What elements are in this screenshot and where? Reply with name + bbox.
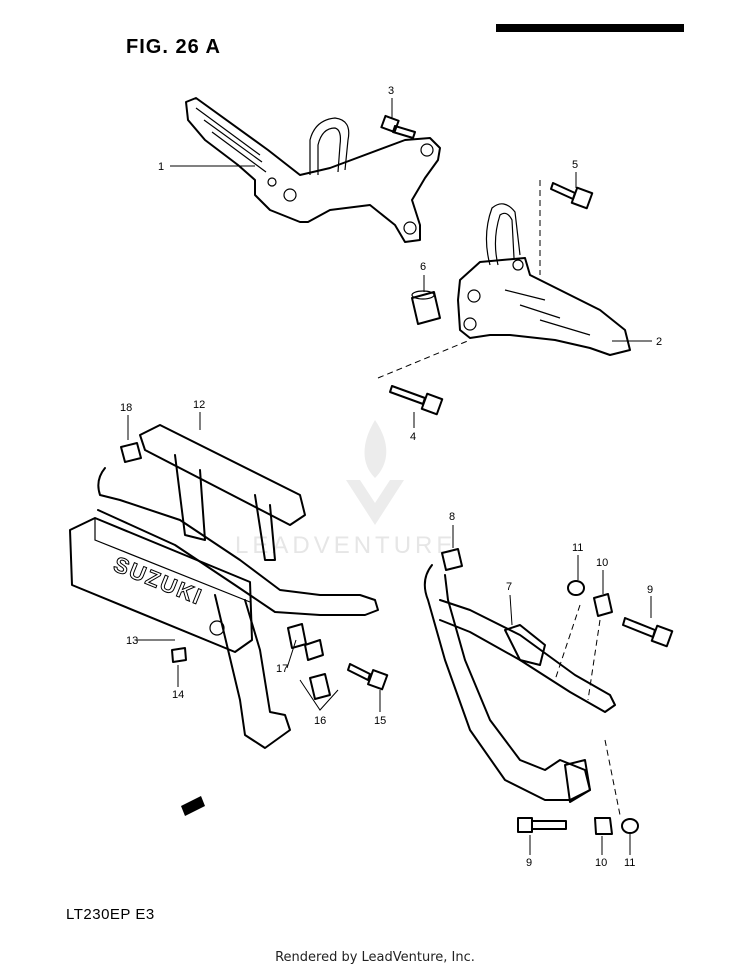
front-arrow-icon [181, 796, 205, 816]
watermark-logo [346, 420, 404, 525]
watermark-label: LEADVENTURE [235, 532, 457, 559]
callout-11-upper: 11 [572, 542, 583, 554]
callout-3: 3 [388, 85, 394, 97]
footguard-left [69, 424, 389, 749]
footguard-right [423, 548, 674, 835]
footrest-bracket-right [457, 203, 631, 356]
callout-14: 14 [172, 689, 184, 701]
callout-5: 5 [572, 159, 578, 171]
callout-16: 16 [314, 715, 326, 727]
callout-10-upper: 10 [596, 557, 608, 569]
callout-7: 7 [506, 581, 512, 593]
callout-12: 12 [193, 399, 205, 411]
bushing-part-6 [411, 290, 441, 325]
callout-8: 8 [449, 511, 455, 523]
model-code: LT230EP E3 [66, 906, 155, 923]
callout-9-upper: 9 [647, 584, 653, 596]
callouts: 1 3 5 6 2 4 18 12 13 14 17 16 15 8 7 11 … [120, 85, 662, 869]
bolt-part-4 [389, 385, 444, 416]
bolt-part-5 [550, 182, 594, 210]
header-stripe [496, 24, 684, 32]
leader-lines [127, 98, 652, 855]
render-credit: Rendered by LeadVenture, Inc. [275, 950, 475, 965]
callout-11-lower: 11 [624, 857, 635, 869]
footrest-bracket-left [185, 97, 441, 243]
callout-6: 6 [420, 261, 426, 273]
callout-17: 17 [276, 663, 288, 675]
callout-2: 2 [656, 336, 662, 348]
callout-9-lower: 9 [526, 857, 532, 869]
callout-18: 18 [120, 402, 132, 414]
callout-4: 4 [410, 431, 416, 443]
bolt-part-3 [380, 114, 416, 139]
callout-10-lower: 10 [595, 857, 607, 869]
callout-15: 15 [374, 715, 386, 727]
callout-13: 13 [126, 635, 138, 647]
figure-title: FIG. 26 A [126, 36, 221, 58]
suzuki-emblem: SUZUKI [110, 551, 206, 609]
callout-1: 1 [158, 161, 164, 173]
